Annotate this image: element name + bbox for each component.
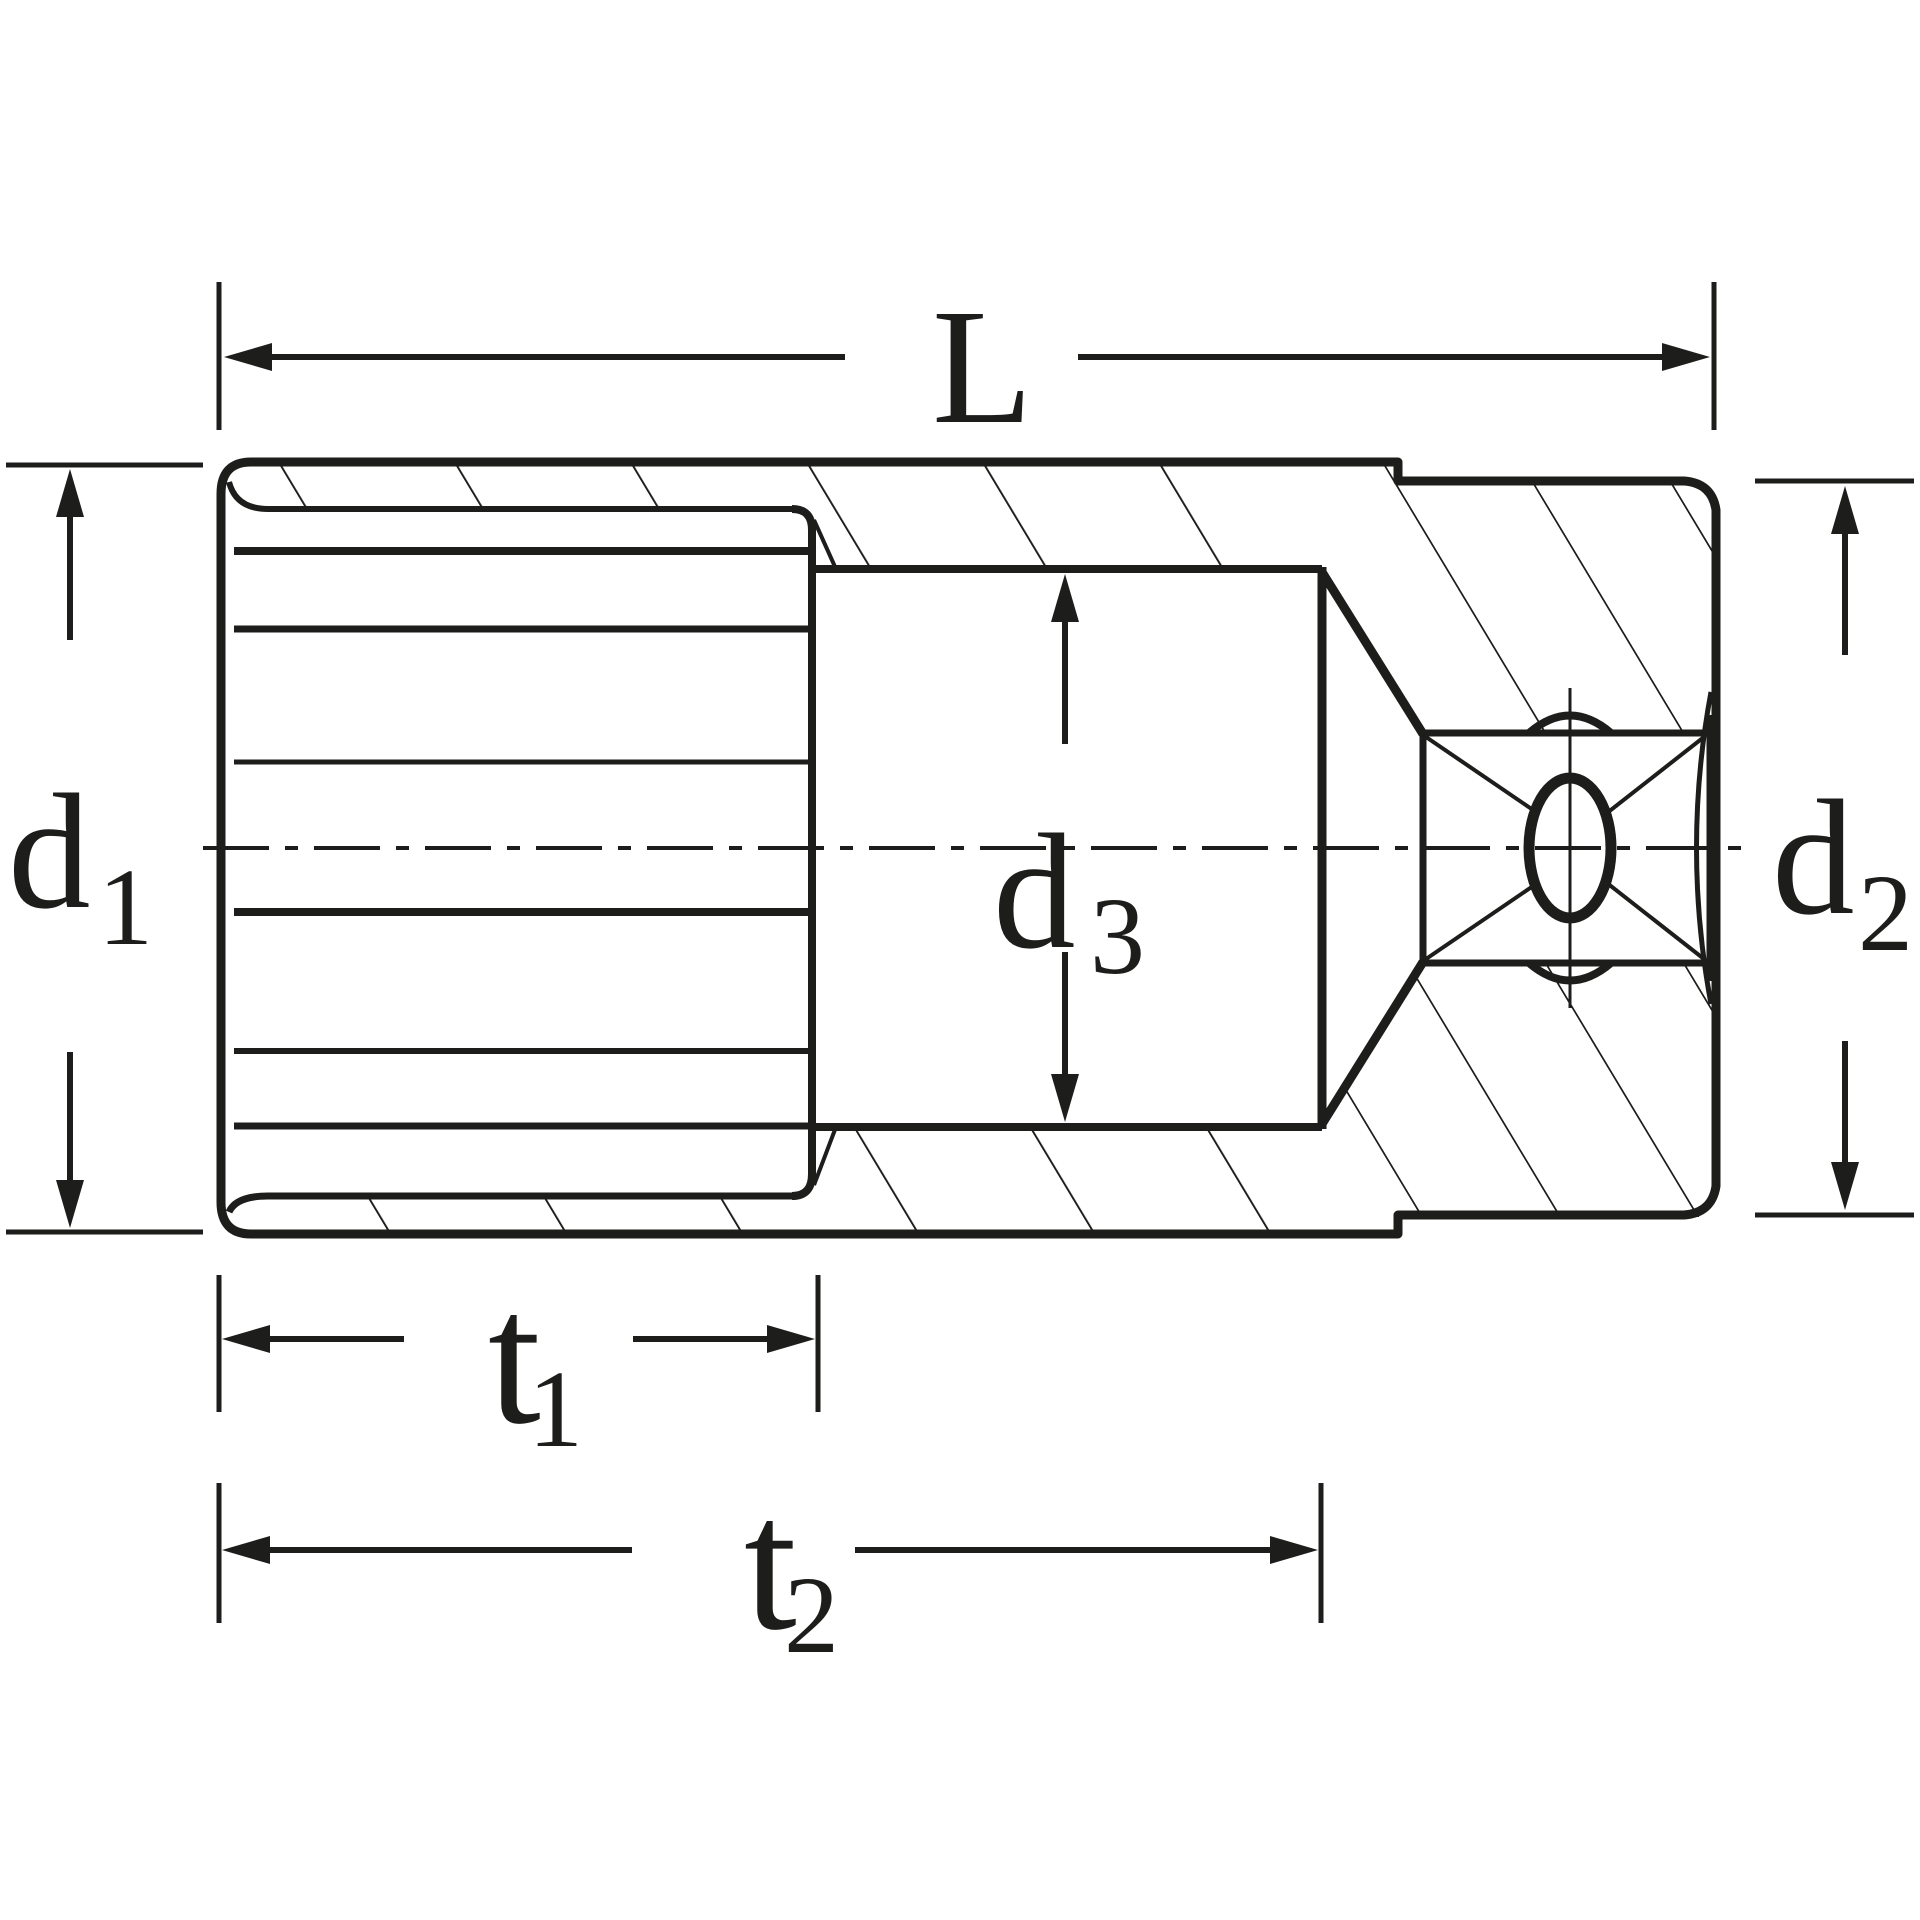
label-t2-sub: 2	[784, 1554, 839, 1676]
dimension-L: L	[216, 275, 1717, 458]
arrowhead-up-icon	[56, 469, 84, 517]
corner-chamfer-line	[1424, 735, 1538, 814]
label-t1-base: t	[488, 1254, 541, 1464]
corner-chamfer-line	[1605, 881, 1706, 961]
drive-cone	[1318, 569, 1427, 1127]
arrowhead-down-icon	[1831, 1162, 1859, 1210]
label-t1-sub: 1	[528, 1348, 583, 1470]
label-d3-base: d	[993, 800, 1076, 983]
dimension-d1: d 1	[6, 462, 203, 1235]
spline-profile-lines	[225, 481, 816, 1214]
socket-outline	[216, 457, 1721, 1239]
corner-chamfer-line	[1605, 735, 1706, 815]
internal-geometry	[225, 481, 1714, 1214]
spline-end-wall	[791, 505, 816, 1200]
arrowhead-left-icon	[222, 1325, 270, 1353]
dimension-t2: t 2	[216, 1460, 1324, 1676]
label-d1-base: d	[8, 760, 91, 943]
arrowhead-up-icon	[1831, 486, 1859, 534]
dimension-t1: t 1	[216, 1254, 821, 1470]
label-t2-base: t	[744, 1460, 797, 1670]
arrowhead-right-icon	[1270, 1536, 1318, 1564]
label-d3-sub: 3	[1090, 875, 1145, 997]
label-L: L	[932, 275, 1033, 458]
arrowhead-down-icon	[56, 1180, 84, 1228]
dimension-d2: d 2	[1755, 478, 1914, 1218]
arrowhead-left-icon	[224, 343, 272, 371]
label-d2-sub: 2	[1858, 852, 1913, 974]
arrowhead-up-icon	[1051, 574, 1079, 622]
label-d2-base: d	[1772, 766, 1855, 949]
arrowhead-right-icon	[1662, 343, 1710, 371]
dimension-d3: d 3	[993, 574, 1145, 1122]
arrowhead-right-icon	[767, 1325, 815, 1353]
arrowhead-down-icon	[1051, 1074, 1079, 1122]
arrowhead-left-icon	[222, 1536, 270, 1564]
corner-chamfer-line	[1424, 882, 1538, 961]
label-d1-sub: 1	[98, 846, 153, 968]
